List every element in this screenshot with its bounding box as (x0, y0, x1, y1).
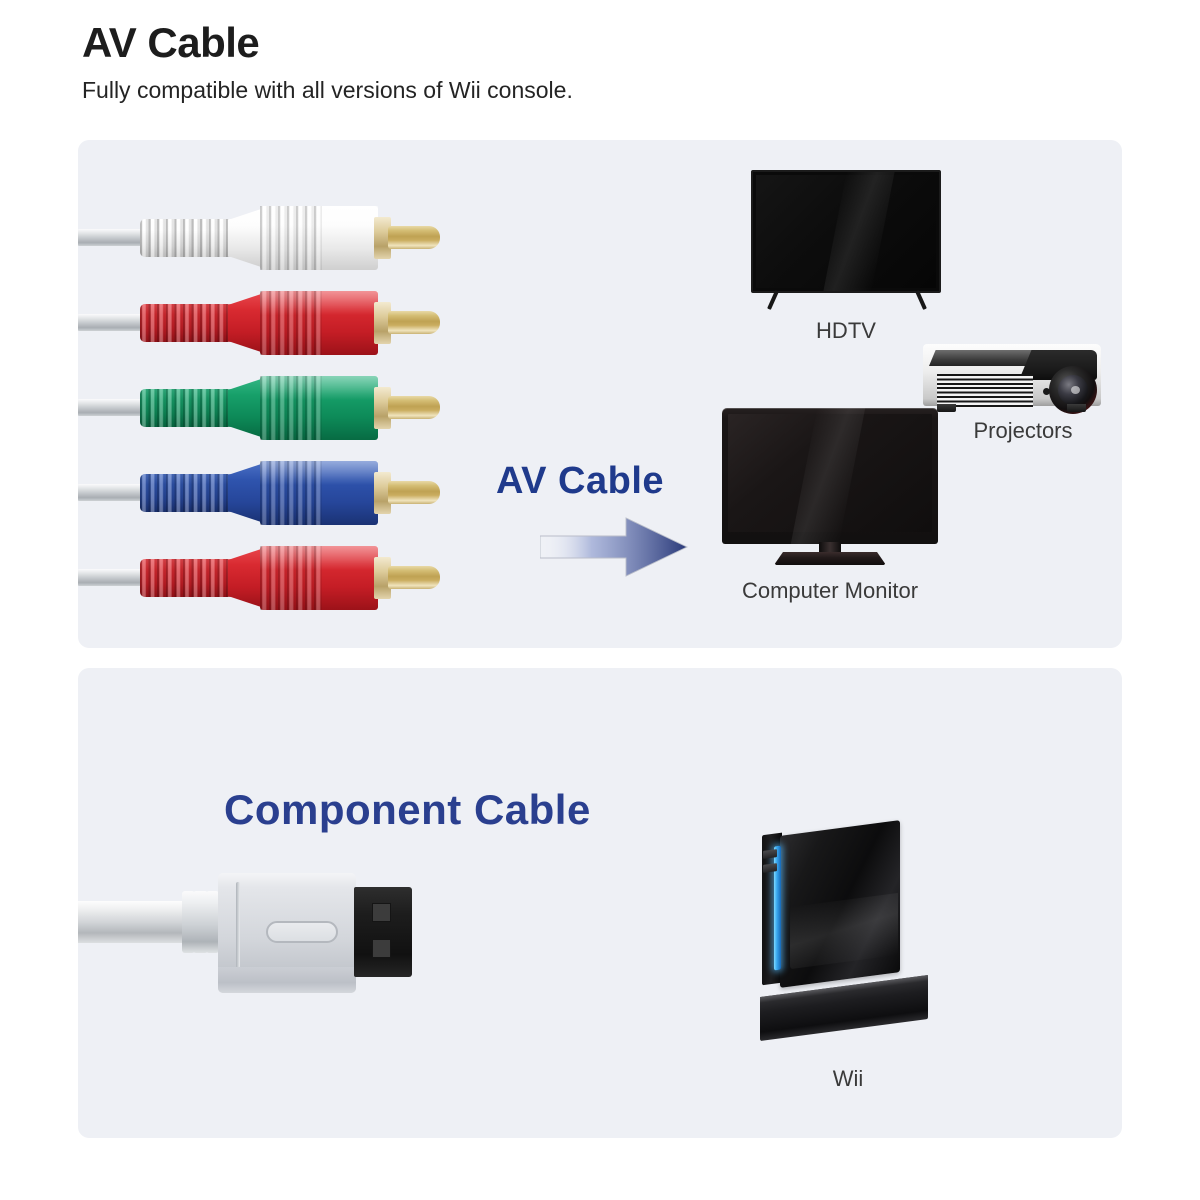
connector-cone (228, 463, 264, 523)
strain-relief (140, 389, 236, 427)
wii-multi-out-connector (78, 863, 508, 1013)
connector-cone (228, 208, 264, 268)
gold-collar (374, 387, 391, 429)
cable-wire (78, 484, 154, 501)
cable-wire (78, 314, 154, 331)
header: AV Cable Fully compatible with all versi… (82, 20, 1122, 105)
connector-head (354, 887, 412, 977)
relief-ring-1 (182, 891, 195, 953)
strain-relief (140, 559, 236, 597)
body-groove (266, 921, 338, 943)
page-title: AV Cable (82, 19, 260, 66)
connector-body (218, 873, 356, 993)
blue-rca-connector (78, 455, 440, 531)
projector-vents (937, 374, 1033, 408)
wii-label: Wii (832, 1066, 864, 1091)
gold-pin (388, 481, 440, 504)
hdtv-leg-right (915, 290, 927, 310)
wii-console-device (718, 820, 978, 1058)
relief-ring-4 (206, 891, 219, 953)
cable-wire (78, 569, 154, 586)
green-rca-connector (78, 370, 440, 446)
connector-barrel (260, 461, 378, 525)
pin-hole-bottom (372, 939, 391, 958)
page-subtitle: Fully compatible with all versions of Wi… (82, 77, 573, 104)
projector-body (923, 344, 1101, 414)
right-arrow-icon (540, 517, 688, 577)
hdtv-label: HDTV (816, 318, 876, 343)
strain-relief (140, 304, 236, 342)
relief-ring-3 (193, 891, 206, 953)
cable-wire (78, 229, 154, 246)
connector-barrel (260, 291, 378, 355)
strain-relief (140, 474, 236, 512)
hdtv-screen (751, 170, 941, 293)
hdtv-leg-left (767, 290, 779, 310)
gold-pin (388, 566, 440, 589)
gold-pin (388, 226, 440, 249)
connector-barrel (260, 546, 378, 610)
rca-connector-group (78, 200, 518, 610)
projector-label: Projectors (973, 418, 1073, 443)
body-ridge (236, 882, 240, 968)
connector-barrel (260, 376, 378, 440)
component-cable-panel: Component Cable (78, 668, 1122, 1138)
projector-device: Projectors (923, 330, 1123, 443)
gold-collar (374, 472, 391, 514)
computer-monitor-device: Computer Monitor (660, 408, 1000, 608)
projector-foot-left (937, 404, 956, 412)
computer-monitor-label: Computer Monitor (741, 578, 919, 603)
gold-collar (374, 557, 391, 599)
connector-barrel (260, 206, 378, 270)
white-rca-connector (78, 200, 440, 276)
gold-pin (388, 396, 440, 419)
connector-cone (228, 378, 264, 438)
gold-collar (374, 217, 391, 259)
red-rca-connector (78, 285, 440, 361)
gold-collar (374, 302, 391, 344)
monitor-screen (722, 408, 938, 544)
strain-relief (140, 219, 236, 257)
av-cable-label: AV Cable (496, 460, 665, 502)
monitor-base (774, 552, 886, 565)
pin-hole-top (372, 903, 391, 922)
projector-foot-right (1067, 404, 1086, 412)
red-rca-connector-2 (78, 540, 440, 616)
projector-sensor-icon (1043, 388, 1050, 395)
body-bottom (218, 967, 356, 993)
component-cable-label: Component Cable (224, 786, 591, 833)
cable-wire (78, 901, 188, 943)
hdtv-device: HDTV (676, 170, 1016, 350)
av-cable-panel: AV Cable HDTV (78, 140, 1122, 648)
monitor-neck (819, 542, 841, 554)
connector-cone (228, 293, 264, 353)
connector-cone (228, 548, 264, 608)
cable-wire (78, 399, 154, 416)
gold-pin (388, 311, 440, 334)
